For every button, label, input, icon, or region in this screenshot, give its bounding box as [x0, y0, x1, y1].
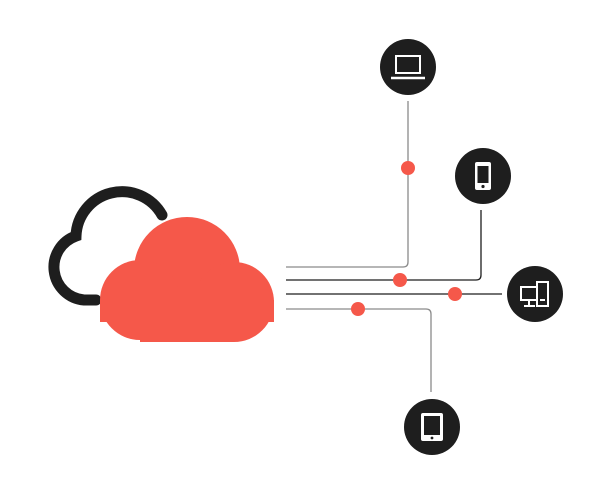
desktop-node[interactable]: [507, 266, 563, 322]
tablet-connection-line: [286, 308, 432, 392]
cloud-outline-icon: [48, 186, 168, 306]
desktop-icon: [520, 281, 549, 307]
laptop-data-dot: [401, 161, 415, 175]
laptop-node[interactable]: [380, 39, 436, 95]
desktop-data-dot: [448, 287, 462, 301]
tablet-node[interactable]: [404, 399, 460, 455]
smartphone-connection-line: [286, 210, 482, 281]
laptop-connection-line: [286, 101, 409, 268]
laptop-icon: [391, 55, 425, 80]
cloud-icon: [100, 217, 274, 342]
smartphone-node[interactable]: [455, 148, 511, 204]
smartphone-icon: [475, 162, 491, 190]
smartphone-data-dot: [393, 273, 407, 287]
tablet-data-dot: [351, 302, 365, 316]
tablet-icon: [421, 413, 443, 441]
